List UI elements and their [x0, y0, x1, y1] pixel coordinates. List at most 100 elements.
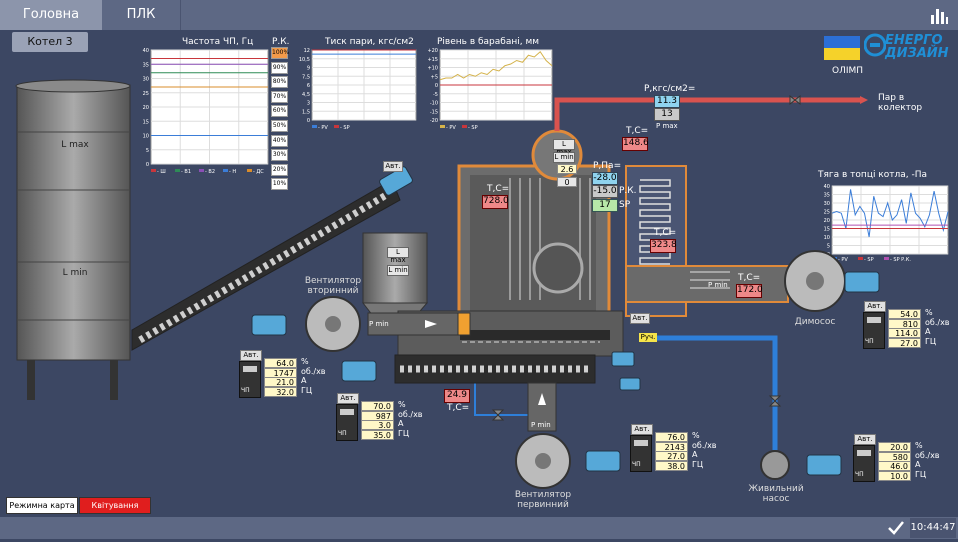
legend-swatch — [223, 169, 228, 172]
series-line-0 — [439, 50, 553, 81]
tab-main[interactable]: Головна — [0, 0, 102, 30]
vfd-auto-badge[interactable]: Авт. — [854, 434, 876, 445]
vfd-unit-amp: А — [301, 376, 307, 385]
y-tick-label: 35 — [143, 62, 149, 68]
vfd-value-hz: 27.0 — [888, 337, 921, 348]
auto-badge-screw[interactable]: Авт. — [383, 161, 403, 172]
legend-swatch — [247, 169, 252, 172]
vfd-unit-hz: ГЦ — [692, 459, 704, 469]
feed-pump-name: Живильний насос — [748, 484, 804, 504]
smoke-exhauster-name: Димосос — [794, 317, 836, 327]
acknowledge-button[interactable]: Квітування — [79, 497, 151, 514]
drum-level-value-2: 0 — [557, 177, 577, 187]
flue-temp-value: 172.0 — [736, 284, 763, 298]
y-tick-label: 25 — [824, 210, 830, 216]
legend-swatch — [151, 169, 156, 172]
y-tick-label: 35 — [824, 193, 830, 199]
vfd-value-amp: 21.0 — [264, 377, 297, 387]
y-tick-label: 6 — [307, 83, 310, 89]
silo-lmax: L max — [61, 140, 89, 150]
y-tick-label: 10 — [143, 134, 149, 140]
y-tick-label: 20 — [143, 105, 149, 111]
rk-level-1: 90% — [271, 61, 288, 74]
vfd-auto-badge[interactable]: Авт. — [240, 350, 262, 361]
steam-pmax: P max — [656, 122, 678, 130]
econ-temp-value: 323.8 — [650, 239, 677, 253]
legend-label: - SP — [468, 125, 478, 131]
y-tick-label: 30 — [143, 77, 149, 83]
y-tick-label: 9 — [307, 66, 310, 72]
ukraine-flag-icon — [824, 36, 860, 60]
y-tick-label: 25 — [143, 91, 149, 97]
vfd-value-hz: 35.0 — [361, 429, 394, 440]
freq-chart-title: Частота ЧП, Гц — [182, 37, 254, 47]
legend-label: - В1 — [181, 169, 191, 175]
furnace-pressure-sp: -15.0 — [592, 185, 618, 198]
vfd-auto-badge[interactable]: Авт. — [337, 393, 359, 404]
mode-map-button[interactable]: Режимна карта — [6, 497, 78, 514]
vfd-unit-rpm: об./хв — [692, 440, 717, 450]
y-tick-label: 1,5 — [302, 109, 310, 115]
tab-plc[interactable]: ПЛК — [102, 0, 181, 30]
vfd-value-pct: 76.0 — [655, 432, 688, 442]
legend-swatch — [199, 169, 204, 172]
y-tick-label: 30 — [824, 201, 830, 207]
drum-temp-label: Т,С= — [626, 126, 649, 136]
check-icon[interactable] — [886, 518, 906, 538]
y-tick-label: 7,5 — [302, 74, 310, 80]
vfd-unit-hz: ГЦ — [398, 428, 410, 438]
vfd-label: ЧП — [855, 471, 864, 478]
vfd-value-hz: 32.0 — [264, 386, 297, 397]
drum-level-value: 2.6 — [557, 164, 577, 174]
vfd-unit-rpm: об./хв — [915, 450, 940, 460]
steam-destination: Пар в колектор — [878, 93, 923, 113]
rk-value: 17 — [592, 199, 618, 212]
y-tick-label: +15 — [427, 57, 438, 63]
vfd-drive-icon — [853, 445, 875, 482]
vfd-value-rpm: 1747 — [264, 367, 297, 378]
vfd-value-rpm: 2143 — [655, 441, 688, 452]
y-tick-label: 10 — [824, 235, 830, 241]
legend-label: - SP Р.К. — [890, 257, 911, 263]
vfd-label: ЧП — [241, 387, 250, 394]
y-tick-label: 3 — [307, 101, 310, 107]
vfd-auto-badge[interactable]: Авт. — [631, 424, 653, 435]
legend-label: - PV — [838, 257, 848, 263]
y-tick-label: 5 — [827, 244, 830, 250]
energo-logo-icon — [863, 32, 887, 58]
vfd-label: ЧП — [632, 461, 641, 468]
vfd-drive-icon — [239, 361, 261, 398]
auto-badge-damper[interactable]: Авт. — [630, 313, 650, 324]
y-tick-label: -5 — [433, 92, 438, 98]
y-tick-label: 0 — [307, 118, 310, 124]
vfd-unit-rpm: об./хв — [301, 366, 326, 376]
legend-label: - SP — [340, 125, 350, 131]
series-line-0 — [831, 189, 949, 238]
rk-level-0: 100% — [271, 47, 289, 59]
y-tick-label: +20 — [427, 48, 438, 54]
manual-mode-badge[interactable]: Руч. — [639, 333, 657, 342]
vfd-value-pct: 70.0 — [361, 401, 394, 411]
furnace-temp-label: Т,С= — [487, 184, 510, 194]
boiler-3-button[interactable]: Котел 3 — [12, 32, 88, 52]
y-tick-label: 15 — [824, 227, 830, 233]
rk-level-9: 10% — [271, 178, 288, 191]
vfd-label: ЧП — [338, 430, 347, 437]
vfd-unit-pct: % — [398, 400, 406, 409]
air-temp-value: 24.9 — [444, 389, 470, 403]
vfd-auto-badge[interactable]: Авт. — [864, 301, 886, 312]
y-tick-label: 40 — [143, 48, 149, 54]
econ-temp-label: Т,С= — [654, 228, 677, 238]
y-tick-label: 4,5 — [302, 92, 310, 98]
y-tick-label: 0 — [435, 83, 438, 89]
chart-bars-icon[interactable] — [929, 5, 949, 25]
vfd-unit-rpm: об./хв — [925, 317, 950, 327]
legend-label: - Н — [229, 169, 236, 175]
legend-swatch — [312, 125, 317, 128]
vfd-unit-amp: А — [925, 327, 931, 336]
